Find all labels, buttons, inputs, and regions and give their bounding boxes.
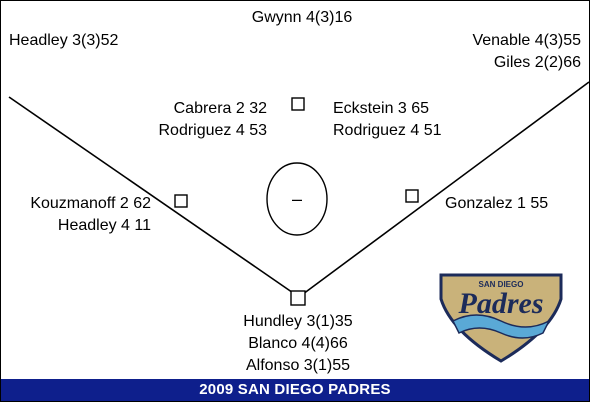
first-base-players: Gonzalez 1 55 xyxy=(445,193,548,215)
player-entry: Headley 4 11 xyxy=(57,217,151,234)
player-entry: Rodriguez 4 53 xyxy=(158,122,267,139)
second-base-marker xyxy=(291,97,305,111)
player-entry: Eckstein 3 65 xyxy=(333,100,430,117)
catcher-players: Hundley 3(1)35 Blanco 4(4)66 Alfonso 3(1… xyxy=(227,311,369,377)
pitcher-symbol: – xyxy=(292,189,302,209)
center-field-players: Gwynn 4(3)16 xyxy=(237,7,367,29)
player-entry: Blanco 4(4)66 xyxy=(248,335,348,352)
logo-shield xyxy=(439,273,563,363)
player-entry: Headley 3(3)52 xyxy=(9,32,119,49)
logo-main-text: Padres xyxy=(458,287,544,320)
right-foul-line xyxy=(298,81,589,298)
left-foul-line xyxy=(8,96,300,298)
player-entry: Alfonso 3(1)55 xyxy=(245,357,351,374)
player-entry: Hundley 3(1)35 xyxy=(243,313,353,330)
pitchers-mound xyxy=(266,162,328,236)
player-entry: Rodriguez 4 51 xyxy=(333,122,442,139)
shortstop-players: Cabrera 2 32 Rodriguez 4 53 xyxy=(158,98,267,142)
second-base-players: Eckstein 3 65 Rodriguez 4 51 xyxy=(333,98,442,142)
first-base-marker xyxy=(405,189,419,203)
third-base-marker xyxy=(174,194,188,208)
right-field-players: Venable 4(3)55 Giles 2(2)66 xyxy=(472,30,581,74)
player-entry: Cabrera 2 32 xyxy=(173,100,267,117)
player-entry: Giles 2(2)66 xyxy=(493,54,581,71)
logo-top-text: SAN DIEGO xyxy=(479,280,524,289)
player-entry: Venable 4(3)55 xyxy=(472,32,581,49)
padres-logo: SAN DIEGO Padres xyxy=(439,273,563,363)
player-entry: Gwynn 4(3)16 xyxy=(251,9,353,26)
third-base-players: Kouzmanoff 2 62 Headley 4 11 xyxy=(30,193,151,237)
logo-waves xyxy=(451,314,551,339)
team-banner: 2009 SAN DIEGO PADRES xyxy=(1,379,589,401)
player-entry: Kouzmanoff 2 62 xyxy=(30,195,151,212)
left-field-players: Headley 3(3)52 xyxy=(9,30,118,52)
home-plate-marker xyxy=(290,290,306,306)
player-entry: Gonzalez 1 55 xyxy=(445,195,549,212)
